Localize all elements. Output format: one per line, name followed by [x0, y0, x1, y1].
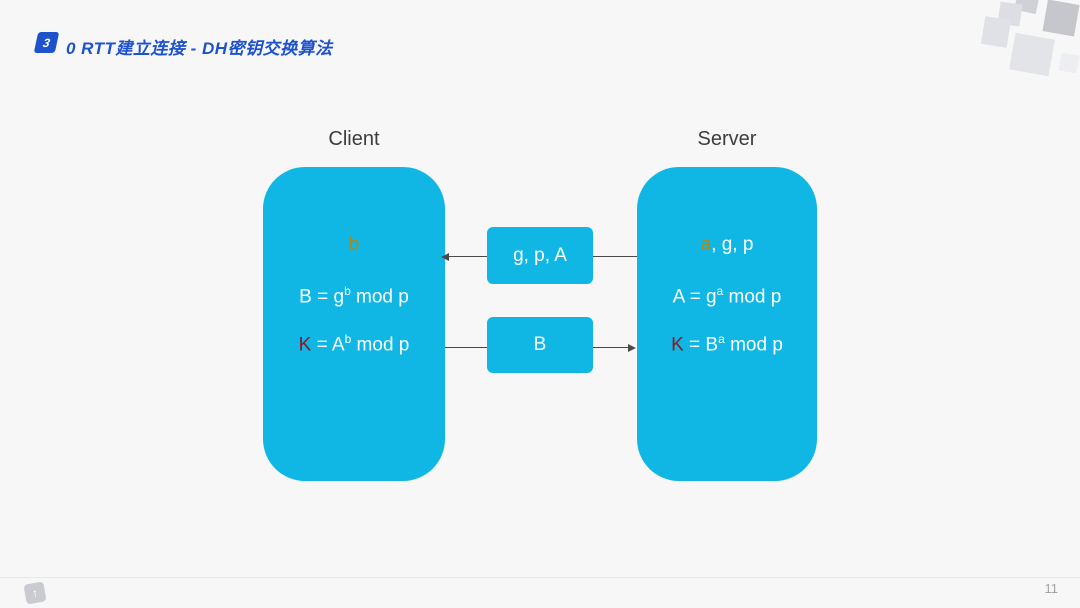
key-symbol: K — [671, 334, 684, 356]
formula-text: mod p — [723, 286, 782, 308]
server-secret: a, g, p — [637, 234, 817, 256]
deco-square-icon — [980, 16, 1012, 48]
client-key-formula: K = Ab mod p — [263, 332, 445, 356]
footer-divider — [0, 577, 1080, 578]
footer-logo-icon: ↑ — [23, 581, 47, 605]
message-box-gpa: g, p, A — [487, 227, 593, 284]
formula-exponent: a — [718, 332, 725, 346]
client-secret: b — [263, 234, 445, 256]
up-arrow-icon: ↑ — [30, 585, 40, 601]
client-secret-value: b — [348, 234, 360, 255]
arrowhead-right-icon — [628, 343, 636, 352]
formula-text: = A — [311, 334, 345, 356]
formula-exponent: b — [344, 332, 352, 346]
arrowhead-left-icon — [441, 252, 449, 261]
client-label: Client — [328, 128, 380, 150]
formula-text: A = g — [672, 286, 717, 308]
formula-text: = B — [683, 334, 719, 356]
formula-text: mod p — [351, 334, 410, 356]
server-secret-value: a — [700, 234, 712, 255]
message-box-b: B — [487, 317, 593, 373]
server-public-formula: A = ga mod p — [637, 284, 817, 308]
deco-square-icon — [1042, 0, 1080, 37]
formula-text: mod p — [724, 334, 783, 356]
page-number: 11 — [1044, 581, 1059, 596]
deco-square-icon — [1058, 52, 1080, 74]
slide-number-badge: 3 — [33, 32, 60, 53]
message-label: g, p, A — [513, 244, 567, 266]
message-label: B — [533, 334, 547, 355]
client-node: b B = gb mod p K = Ab mod p — [263, 167, 445, 481]
deco-square-icon — [1009, 32, 1055, 77]
slide-title: 0 RTT建立连接 - DH密钥交换算法 — [66, 39, 333, 58]
formula-text: mod p — [350, 286, 409, 308]
formula-exponent: b — [344, 284, 351, 298]
client-public-formula: B = gb mod p — [263, 284, 445, 308]
server-node: a, g, p A = ga mod p K = Ba mod p — [637, 167, 817, 481]
formula-text: , g, p — [711, 234, 754, 255]
server-key-formula: K = Ba mod p — [637, 332, 817, 356]
server-label: Server — [697, 128, 757, 150]
formula-text: B = g — [299, 286, 345, 308]
formula-exponent: a — [716, 284, 724, 298]
key-symbol: K — [298, 334, 312, 356]
deco-square-icon — [1014, 0, 1040, 15]
slide-number-badge-text: 3 — [41, 35, 52, 50]
deco-square-icon — [997, 1, 1023, 27]
